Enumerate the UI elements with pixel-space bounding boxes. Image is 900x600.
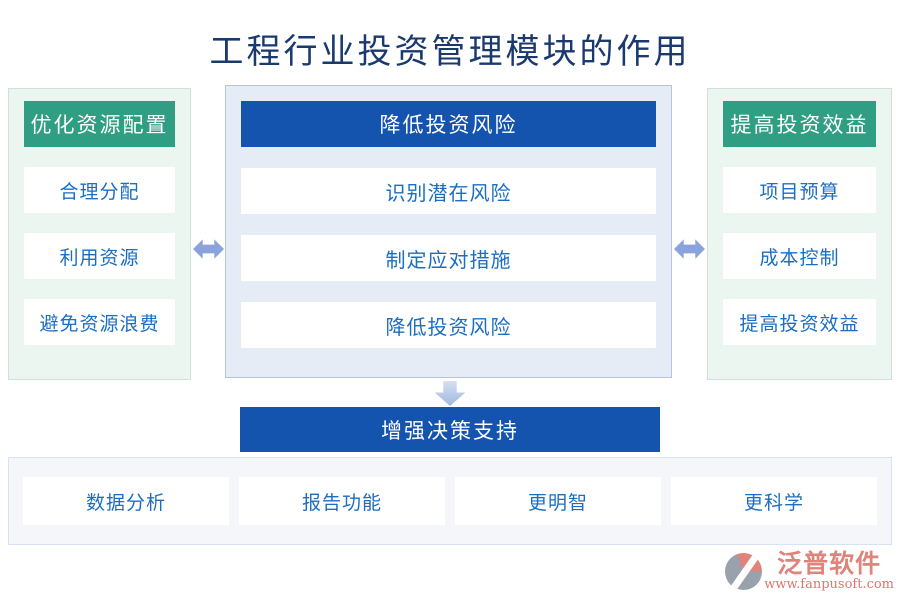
vendor-url: www.fanpusoft.com [764, 577, 894, 592]
left-right-arrow-icon [193, 239, 224, 259]
decision-support-panel: 数据分析 报告功能 更明智 更科学 [8, 457, 892, 545]
bottom-item: 更明智 [455, 477, 661, 525]
panel-item: 识别潜在风险 [241, 168, 656, 214]
panel-item: 降低投资风险 [241, 302, 656, 348]
panel-item: 合理分配 [24, 167, 175, 213]
vendor-name: 泛普软件 [777, 548, 882, 578]
panel-optimize-resources: 优化资源配置 合理分配 利用资源 避免资源浪费 [8, 88, 191, 380]
panel-reduce-risk: 降低投资风险 识别潜在风险 制定应对措施 降低投资风险 [225, 85, 672, 378]
panel-header-optimize-resources: 优化资源配置 [24, 101, 175, 147]
bottom-item: 数据分析 [23, 477, 229, 525]
panel-header-reduce-risk: 降低投资风险 [241, 101, 656, 147]
panel-item: 利用资源 [24, 233, 175, 279]
panel-improve-benefit: 提高投资效益 项目预算 成本控制 提高投资效益 [707, 88, 892, 380]
panel-header-improve-benefit: 提高投资效益 [723, 101, 876, 147]
left-right-arrow-icon [674, 239, 705, 259]
down-arrow-icon [434, 381, 466, 406]
fanpu-logo-icon [725, 552, 763, 590]
bottom-item: 报告功能 [239, 477, 445, 525]
panel-item: 避免资源浪费 [24, 299, 175, 345]
panel-item: 制定应对措施 [241, 235, 656, 281]
panel-item: 项目预算 [723, 167, 876, 213]
bottom-item: 更科学 [671, 477, 877, 525]
page-title: 工程行业投资管理模块的作用 [209, 32, 691, 72]
vendor-watermark: 泛普软件 www.fanpusoft.com [725, 548, 894, 592]
decision-support-banner: 增强决策支持 [240, 407, 660, 452]
panel-item: 提高投资效益 [723, 299, 876, 345]
panel-item: 成本控制 [723, 233, 876, 279]
